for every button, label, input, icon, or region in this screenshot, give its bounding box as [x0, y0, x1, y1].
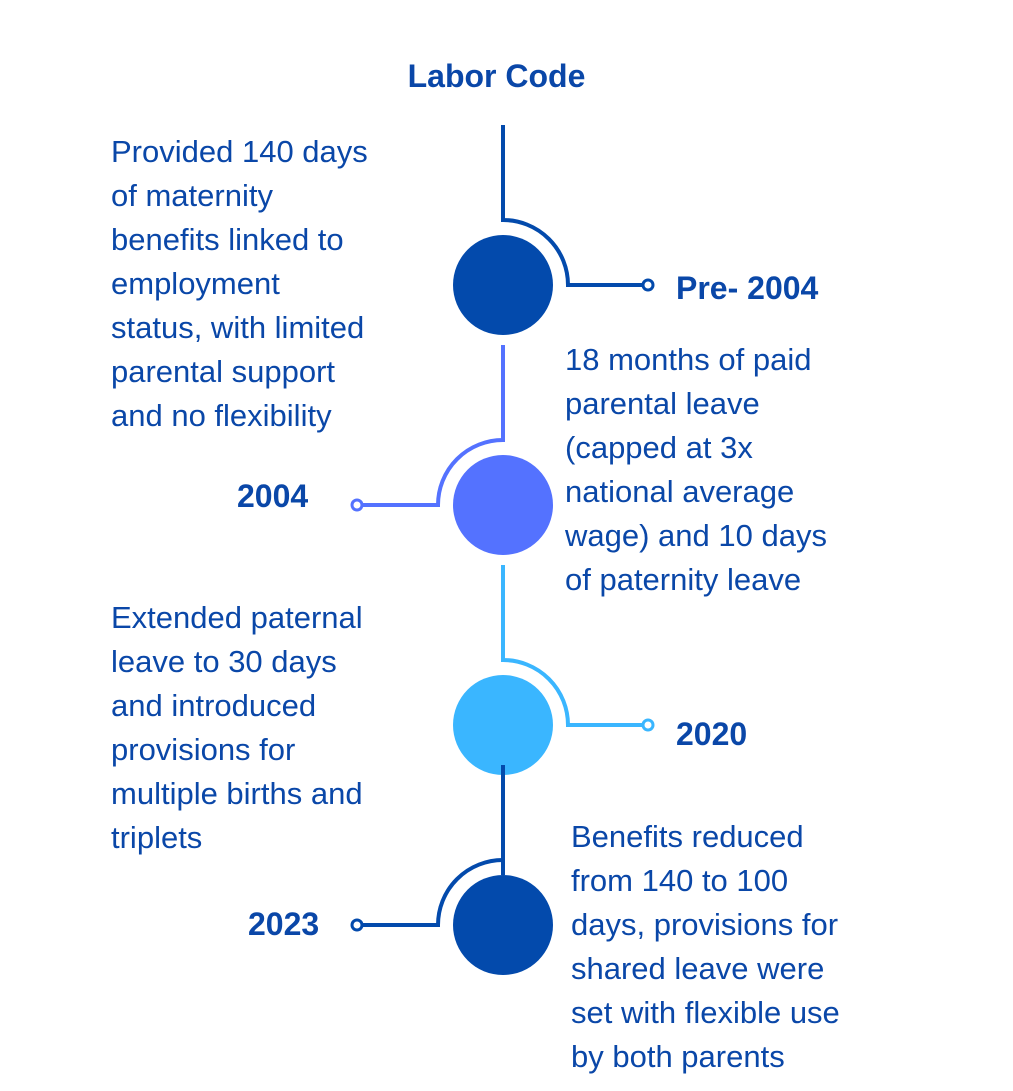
- event-description-pre-2004: Provided 140 days of maternity benefits …: [111, 134, 368, 433]
- timeline-node-2004: [350, 345, 553, 555]
- event-year-2020: 2020: [676, 716, 748, 752]
- timeline-node-2023: [350, 765, 553, 975]
- event-year-pre-2004: Pre- 2004: [676, 270, 819, 306]
- timeline-title: Labor Code: [407, 58, 586, 94]
- event-description-2004: 18 months of paid parental leave (capped…: [565, 342, 827, 597]
- event-year-2004: 2004: [237, 478, 309, 514]
- event-description-2020: Extended paternal leave to 30 days and i…: [111, 600, 363, 855]
- event-description-2023: Benefits reduced from 140 to 100 days, p…: [571, 819, 840, 1074]
- timeline-node-pre-2004: [453, 125, 655, 335]
- timeline-node-2020: [453, 565, 655, 775]
- event-year-2023: 2023: [248, 906, 320, 942]
